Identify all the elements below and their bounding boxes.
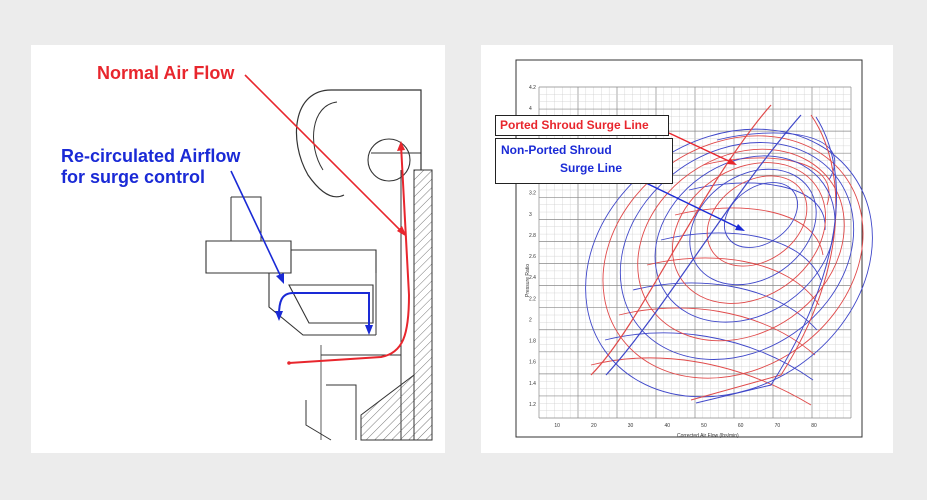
normal-airflow-path — [288, 144, 411, 364]
x-tick-label: 60 — [738, 423, 744, 429]
efficiency-island — [706, 175, 808, 267]
y-tick-label: 2.4 — [529, 275, 536, 281]
volute-scroll-circle — [367, 138, 411, 182]
nonported-shroud-label-line2: Surge Line — [560, 161, 623, 175]
x-tick-label: 50 — [701, 423, 707, 429]
y-tick-label: 2.2 — [529, 296, 536, 302]
ported-shroud-label: Ported Shroud Surge Line — [500, 118, 649, 132]
y-axis-label: Pressure Ratio — [525, 264, 531, 297]
ported-pointer — [668, 132, 734, 164]
speed-line — [660, 232, 822, 281]
compressor-map-chart: 10 20 30 40 50 60 70 80 1.2 1.4 1.6 1.8 2 2.2 2.4 2.6 2.… — [515, 59, 873, 439]
efficiency-island — [637, 148, 845, 342]
efficiency-island — [654, 155, 836, 323]
speed-line — [646, 257, 820, 306]
efficiency-island — [619, 142, 855, 360]
y-tick-label: 4.2 — [529, 85, 536, 91]
speed-line — [688, 182, 826, 231]
speed-line — [632, 282, 818, 331]
efficiency-island — [689, 168, 817, 286]
efficiency-island — [672, 162, 826, 304]
x-tick-label: 10 — [554, 423, 560, 429]
recirc-port-block — [288, 284, 374, 324]
y-tick-label: 1.8 — [529, 339, 536, 345]
backplate-hatch — [413, 169, 433, 441]
x-axis-label: Corrected Air Flow (lbs/min) — [677, 433, 739, 439]
compressor-map-panel: 10 20 30 40 50 60 70 80 1.2 1.4 1.6 1.8 2 2.2 2.4 2.6 2.… — [481, 45, 893, 453]
x-tick-label: 40 — [664, 423, 670, 429]
x-tick-label: 30 — [628, 423, 634, 429]
choke-line-red — [690, 114, 837, 401]
normal-airflow-label: Normal Air Flow — [97, 63, 235, 83]
chart-grid — [538, 86, 852, 419]
volute-outline — [295, 89, 345, 198]
ported-surge-line — [590, 104, 772, 376]
speed-line — [590, 357, 812, 406]
y-tick-label: 1.2 — [529, 402, 536, 408]
y-tick-label: 3.2 — [529, 191, 536, 197]
nonported-shroud-label-line1: Non-Ported Shroud — [501, 143, 612, 157]
housing-flange — [205, 240, 292, 274]
x-tick-label: 80 — [811, 423, 817, 429]
nonported-surge-line — [605, 114, 802, 376]
recirculated-airflow-path — [278, 292, 370, 330]
compressor-cross-section-drawing — [205, 74, 433, 441]
compressor-section-panel: Normal Air Flow Re-circulated Airflow fo… — [31, 45, 445, 453]
x-tick-label: 20 — [591, 423, 597, 429]
y-tick-label: 2 — [529, 317, 532, 323]
recirculated-airflow-label-line1: Re-circulated Airflow — [61, 146, 241, 166]
recirculated-pointer — [230, 170, 282, 278]
y-tick-label: 2.6 — [529, 254, 536, 260]
y-tick-label: 1.4 — [529, 381, 536, 387]
x-tick-label: 70 — [775, 423, 781, 429]
y-tick-label: 1.6 — [529, 360, 536, 366]
efficiency-island — [724, 182, 798, 248]
nonported-annotation-box: Non-Ported Shroud Surge Line — [495, 138, 673, 184]
recirculated-airflow-label-line2: for surge control — [61, 167, 206, 187]
speed-line — [618, 307, 816, 356]
y-tick-label: 3 — [529, 212, 532, 218]
choke-line-blue — [695, 116, 837, 404]
y-tick-label: 4 — [529, 106, 532, 112]
inducer-wall — [268, 273, 376, 336]
speed-line — [604, 332, 814, 381]
ported-annotation-box: Ported Shroud Surge Line — [495, 115, 669, 136]
normal-airflow-pointer — [244, 74, 404, 234]
wheel-hub-hatch — [360, 373, 415, 441]
nonported-pointer — [645, 182, 742, 230]
y-tick-label: 2.8 — [529, 233, 536, 239]
